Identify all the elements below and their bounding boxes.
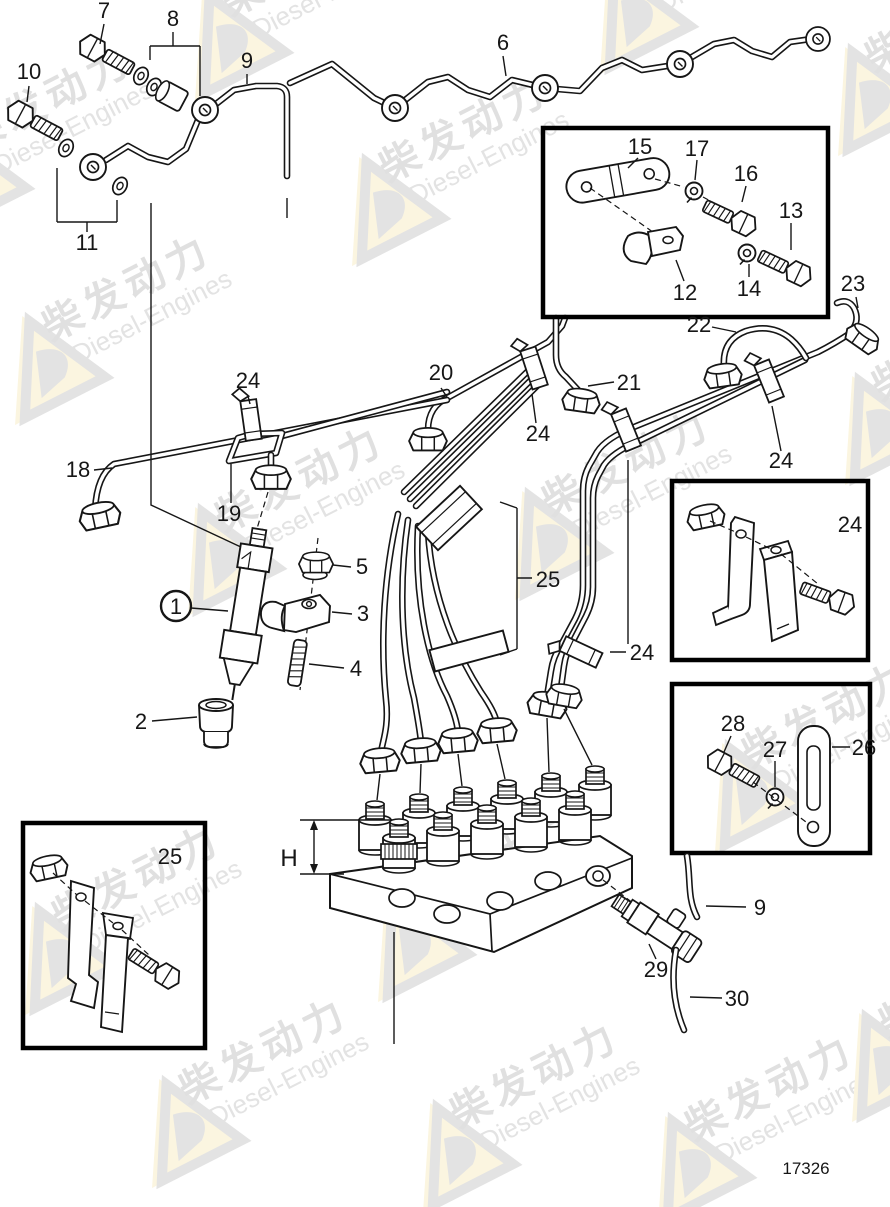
callout-25-mid: 25 bbox=[536, 567, 560, 592]
callout-22: 22 bbox=[687, 312, 711, 337]
banjo-eye bbox=[79, 153, 107, 181]
bolt-13 bbox=[754, 245, 816, 290]
inset-box-clamp-kit bbox=[540, 125, 831, 320]
knurled-ring bbox=[380, 843, 418, 860]
dimension-H bbox=[300, 819, 392, 875]
callout-24-e: 24 bbox=[838, 512, 862, 537]
callout-11: 11 bbox=[76, 230, 99, 255]
callout-9-bottom: 9 bbox=[754, 895, 766, 920]
pump-boss bbox=[433, 904, 461, 924]
pipe-clamp-wide bbox=[414, 484, 484, 552]
callout-29: 29 bbox=[644, 957, 668, 982]
clamp-12 bbox=[622, 225, 685, 266]
callout-25-inset: 25 bbox=[158, 844, 182, 869]
injection-pump bbox=[300, 765, 633, 1044]
callout-30: 30 bbox=[725, 986, 749, 1011]
pipe-nut bbox=[560, 385, 603, 415]
pipe-band bbox=[428, 629, 510, 673]
lock-washer-14 bbox=[737, 243, 757, 266]
pipe-nut bbox=[475, 715, 519, 745]
pipe-nut bbox=[841, 317, 885, 358]
callout-26: 26 bbox=[852, 735, 876, 760]
bracket-15 bbox=[565, 157, 671, 204]
banjo-eye bbox=[531, 74, 559, 102]
callout-24-c: 24 bbox=[769, 448, 793, 473]
callout-28: 28 bbox=[721, 711, 745, 736]
pipe-nut bbox=[358, 745, 402, 775]
callouts: 7 8 9 10 11 6 15 17 16 13 12 14 23 22 21… bbox=[17, 0, 876, 1178]
callout-7: 7 bbox=[98, 0, 110, 23]
callout-16: 16 bbox=[734, 161, 758, 186]
callout-2: 2 bbox=[135, 709, 147, 734]
callout-17: 17 bbox=[685, 136, 709, 161]
callout-10: 10 bbox=[17, 59, 41, 84]
callout-14: 14 bbox=[737, 276, 761, 301]
banjo-eye bbox=[191, 96, 219, 124]
pipe-nut bbox=[436, 725, 480, 755]
callout-6: 6 bbox=[497, 30, 509, 55]
banjo-union bbox=[154, 80, 189, 112]
callout-24-a: 24 bbox=[236, 368, 260, 393]
overflow-valve-29 bbox=[610, 893, 703, 963]
bolt bbox=[124, 943, 185, 993]
injection-pipes bbox=[75, 301, 885, 801]
pump-boss bbox=[388, 888, 416, 908]
pump-boss bbox=[486, 891, 514, 911]
pipe-nut bbox=[250, 464, 292, 490]
overflow-valve-assembly bbox=[602, 856, 703, 1030]
callout-24-b: 24 bbox=[526, 421, 550, 446]
pipe-nut bbox=[399, 735, 443, 765]
lock-washer-17 bbox=[684, 181, 704, 204]
callout-12: 12 bbox=[673, 280, 697, 305]
pipe-clamp-24 bbox=[230, 385, 263, 443]
stud-4 bbox=[287, 638, 308, 687]
callout-3: 3 bbox=[357, 601, 369, 626]
callout-21: 21 bbox=[617, 370, 641, 395]
bracket-angle bbox=[758, 539, 799, 643]
inset-box-bracket-24 bbox=[669, 478, 871, 663]
injector-assembly bbox=[150, 203, 334, 749]
callout-19: 19 bbox=[217, 501, 241, 526]
pump-boss bbox=[534, 871, 562, 891]
leak-off-pipe-assembly bbox=[1, 26, 831, 218]
inset-box-bracket-25 bbox=[20, 820, 208, 1051]
callout-18: 18 bbox=[66, 457, 90, 482]
banjo-eye bbox=[805, 26, 831, 52]
nut bbox=[26, 851, 71, 884]
slotted-strap-26 bbox=[797, 725, 831, 847]
callout-8: 8 bbox=[167, 6, 179, 31]
injector-1 bbox=[218, 527, 274, 701]
callout-1: 1 bbox=[170, 594, 182, 619]
callout-9-top: 9 bbox=[241, 48, 253, 73]
copper-sleeve-2 bbox=[198, 698, 234, 749]
bolt-16 bbox=[699, 195, 761, 240]
callout-4: 4 bbox=[350, 656, 362, 681]
washer-11 bbox=[109, 174, 131, 198]
callout-13: 13 bbox=[779, 198, 803, 223]
bolt bbox=[796, 576, 859, 618]
pipe-nut bbox=[408, 426, 448, 452]
banjo-eye bbox=[381, 94, 409, 122]
drawing-number: 17326 bbox=[782, 1159, 829, 1178]
bracket-strap bbox=[67, 879, 100, 1010]
callout-27: 27 bbox=[763, 737, 787, 762]
nut bbox=[683, 500, 728, 533]
callout-20: 20 bbox=[429, 360, 453, 385]
clamp-yoke-3 bbox=[260, 593, 331, 633]
callout-5: 5 bbox=[356, 554, 368, 579]
bracket-strap bbox=[711, 515, 755, 627]
callout-23: 23 bbox=[841, 271, 865, 296]
inset-box-strap-26 bbox=[669, 681, 873, 856]
nut-5 bbox=[298, 551, 334, 581]
bracket-angle bbox=[100, 911, 135, 1034]
pipe-nut bbox=[701, 360, 744, 390]
dimension-h-label: H bbox=[280, 845, 297, 872]
pipe-nut bbox=[75, 497, 124, 533]
callout-24-d: 24 bbox=[630, 640, 654, 665]
callout-15: 15 bbox=[628, 134, 652, 159]
banjo-eye bbox=[666, 50, 694, 78]
